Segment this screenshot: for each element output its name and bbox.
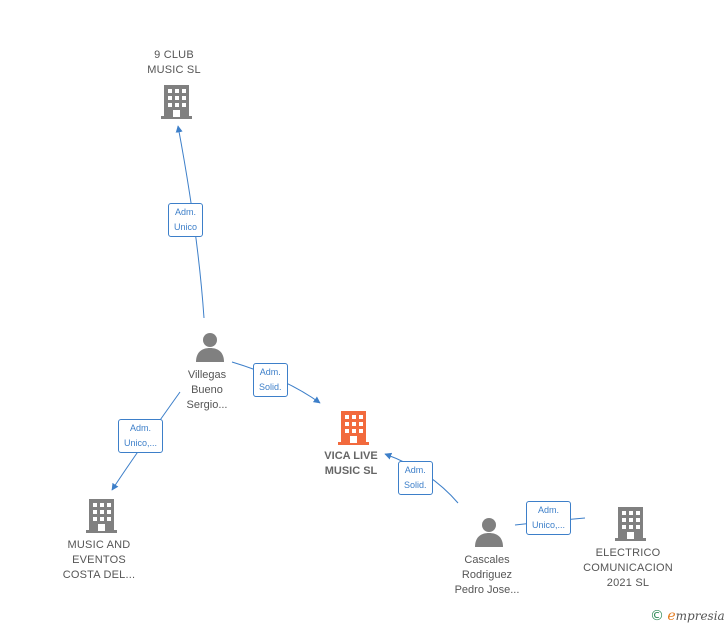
node-label-line: MUSIC SL — [324, 465, 378, 477]
brand-initial: e — [667, 608, 676, 624]
brand-name: mpresia — [675, 609, 725, 623]
edge-label-line: Solid. — [404, 480, 427, 490]
node-label-line: MUSIC SL — [147, 64, 201, 76]
edge-label-line: Unico — [174, 222, 198, 232]
node-label-line: Villegas — [187, 369, 227, 381]
node-label-9-club-music[interactable]: 9 CLUB MUSIC SL — [124, 48, 224, 78]
edge-label-villegas-vica[interactable]: Adm. Solid. — [253, 363, 288, 397]
edge-label-line: Adm. — [259, 367, 281, 377]
person-icon[interactable] — [195, 332, 225, 362]
person-icon[interactable] — [474, 517, 504, 547]
edge-label-cascales-vica[interactable]: Adm. Solid. — [398, 461, 433, 495]
node-label-line: VICA LIVE — [324, 450, 378, 462]
node-label-line: EVENTOS — [72, 554, 126, 566]
node-label-music-and-eventos[interactable]: MUSIC AND EVENTOS COSTA DEL... — [49, 538, 149, 583]
edge-label-line: Adm. — [175, 207, 197, 217]
edge-label-line: Adm. — [538, 505, 560, 515]
node-label-line: MUSIC AND — [67, 539, 131, 551]
node-label-line: Cascales — [464, 554, 510, 566]
building-icon[interactable] — [615, 507, 646, 541]
edge-label-line: Unico,... — [532, 520, 566, 530]
building-icon[interactable] — [161, 85, 192, 119]
node-label-line: ELECTRICO — [595, 547, 661, 559]
copyright-icon: © — [650, 608, 664, 624]
node-label-vica-live-music[interactable]: VICA LIVE MUSIC SL — [301, 449, 401, 479]
edge-label-villegas-club9[interactable]: Adm. Unico — [168, 203, 204, 237]
node-label-line: Sergio... — [186, 399, 228, 411]
building-icon[interactable] — [86, 499, 117, 533]
edge-label-line: Adm. — [130, 423, 152, 433]
node-label-cascales[interactable]: Cascales Rodriguez Pedro Jose... — [437, 553, 537, 598]
edge-label-line: Solid. — [259, 382, 282, 392]
node-label-line: COMUNICACION — [583, 562, 673, 574]
node-label-line: 9 CLUB — [154, 49, 194, 61]
node-label-electrico-comunicacion[interactable]: ELECTRICO COMUNICACION 2021 SL — [573, 546, 683, 591]
edge-label-line: Adm. — [404, 465, 426, 475]
node-label-line: Pedro Jose... — [454, 584, 520, 596]
edge-label-line: Unico,... — [124, 438, 158, 448]
edge-label-cascales-electrico[interactable]: Adm. Unico,... — [526, 501, 572, 535]
edge-label-villegas-music-eventos[interactable]: Adm. Unico,... — [118, 419, 164, 453]
node-label-line: Bueno — [191, 384, 223, 396]
node-label-line: 2021 SL — [606, 577, 650, 589]
node-label-line: Rodriguez — [461, 569, 513, 581]
brand-logo: © empresia — [650, 608, 725, 624]
node-label-line: COSTA DEL... — [62, 569, 136, 581]
node-label-villegas[interactable]: Villegas Bueno Sergio... — [157, 368, 257, 413]
building-icon-focus[interactable] — [338, 411, 369, 445]
